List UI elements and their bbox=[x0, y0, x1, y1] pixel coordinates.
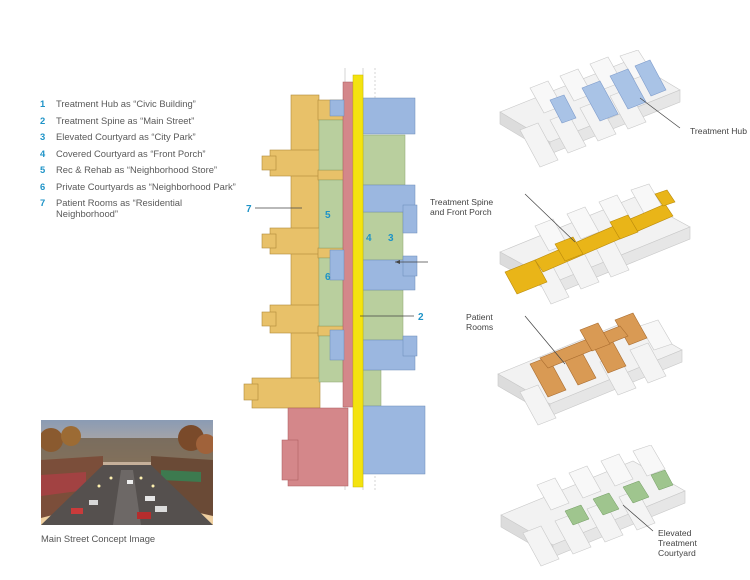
treatment-spine bbox=[352, 74, 364, 488]
legend-item: 2 Treatment Spine as “Main Street” bbox=[40, 115, 240, 126]
legend-number: 1 bbox=[40, 98, 46, 109]
legend-text: Private Courtyards as “Neighborhood Park… bbox=[56, 180, 236, 192]
axo-hub-highlight bbox=[549, 59, 667, 124]
plan-label-4: 4 bbox=[366, 233, 372, 244]
plan-label-3: 3 bbox=[388, 233, 394, 244]
plan-label-5: 5 bbox=[325, 210, 331, 221]
plan-label-6: 6 bbox=[325, 272, 331, 283]
main-street-photo bbox=[41, 420, 213, 525]
legend-number: 5 bbox=[40, 164, 46, 175]
plan-label-2: 2 bbox=[418, 312, 424, 323]
legend-item: 3 Elevated Courtyard as “City Park” bbox=[40, 131, 240, 142]
photo-caption: Main Street Concept Image bbox=[41, 533, 156, 544]
axo-treatment-spine bbox=[499, 183, 691, 305]
legend-number: 4 bbox=[40, 147, 46, 159]
legend-item: 5 Rec & Rehab as “Neighborhood Store” bbox=[40, 164, 240, 175]
legend-item: 6 Private Courtyards as “Neighborhood Pa… bbox=[40, 181, 240, 192]
patient-rooms-zone bbox=[243, 94, 345, 409]
legend-number: 3 bbox=[40, 131, 46, 142]
leader-line bbox=[622, 504, 654, 532]
legend: 1 Treatment Hub as “Civic Building” 2 Tr… bbox=[40, 98, 240, 225]
axo-spine-highlight bbox=[504, 189, 676, 295]
legend-number: 2 bbox=[40, 114, 46, 126]
leader-line bbox=[524, 193, 576, 243]
legend-text: Elevated Courtyard as “City Park” bbox=[56, 131, 196, 142]
legend-text: Patient Rooms as “Residential Neighborho… bbox=[56, 197, 183, 219]
axo-courtyard-highlight bbox=[564, 469, 674, 526]
axo-rooms-highlight bbox=[529, 312, 648, 398]
axo-patient-rooms bbox=[497, 312, 683, 426]
axo-elevated-courtyard bbox=[500, 445, 686, 567]
callout-treatment-spine: Treatment Spine and Front Porch bbox=[430, 197, 494, 217]
axo-treatment-hub bbox=[499, 50, 681, 168]
legend-number: 6 bbox=[40, 180, 46, 192]
callout-elevated-courtyard: Elevated Treatment Courtyard bbox=[658, 528, 697, 558]
leader-line bbox=[524, 315, 566, 365]
callout-patient-rooms: Patient Rooms bbox=[466, 312, 494, 332]
legend-number: 7 bbox=[40, 197, 46, 208]
rehab-zone bbox=[281, 81, 354, 487]
legend-item: 4 Covered Courtyard as “Front Porch” bbox=[40, 148, 240, 159]
legend-text: Covered Courtyard as “Front Porch” bbox=[56, 147, 206, 159]
arrow-icon bbox=[395, 260, 400, 264]
leader-line bbox=[639, 97, 681, 129]
treatment-zone bbox=[329, 97, 426, 475]
plan-label-7: 7 bbox=[246, 204, 252, 215]
legend-text: Treatment Hub as “Civic Building” bbox=[56, 98, 196, 109]
legend-item: 1 Treatment Hub as “Civic Building” bbox=[40, 98, 240, 109]
legend-text: Treatment Spine as “Main Street” bbox=[56, 114, 195, 126]
legend-item: 7 Patient Rooms as “Residential Neighbor… bbox=[40, 197, 240, 219]
legend-text: Rec & Rehab as “Neighborhood Store” bbox=[56, 164, 218, 175]
callout-treatment-hub: Treatment Hub bbox=[690, 126, 747, 136]
